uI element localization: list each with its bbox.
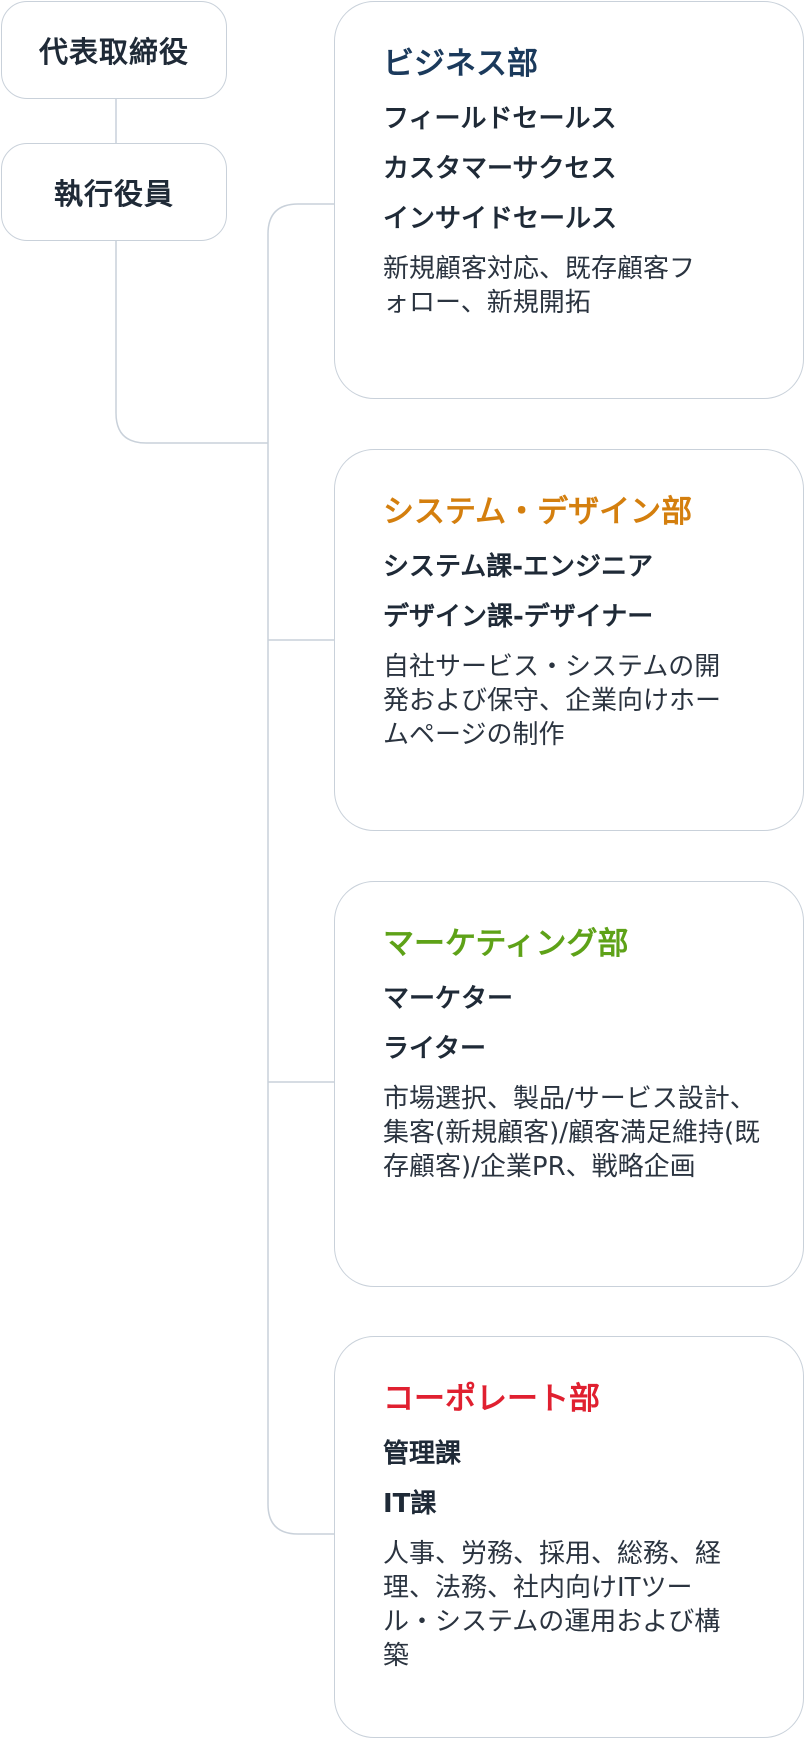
dept-role: インサイドセールス	[383, 204, 618, 234]
connector-trunk	[267, 203, 334, 1535]
executive-node: 執行役員	[1, 143, 227, 241]
dept-role: IT課	[383, 1489, 437, 1519]
dept-role: フィールドセールス	[383, 104, 617, 134]
ceo-node: 代表取締役	[1, 1, 227, 99]
dept-title: システム・デザイン部	[383, 494, 693, 530]
dept-title: ビジネス部	[383, 46, 538, 82]
dept-description: 自社サービス・システムの開発および保守、企業向けホームページの制作	[383, 652, 722, 750]
dept-description: 市場選択、製品/サービス設計、集客(新規顧客)/顧客満足維持(既存顧客)/企業P…	[383, 1084, 761, 1182]
dept-title: コーポレート部	[383, 1381, 600, 1417]
dept-card-system-design: システム・デザイン部 システム課-エンジニア デザイン課-デザイナー 自社サービ…	[334, 449, 804, 831]
dept-description: 新規顧客対応、既存顧客フォロー、新規開拓	[383, 254, 696, 318]
dept-description: 人事、労務、採用、総務、経理、法務、社内向けITツール・システムの運用および構築	[383, 1539, 722, 1671]
dept-card-corporate: コーポレート部 管理課 IT課 人事、労務、採用、総務、経理、法務、社内向けIT…	[334, 1336, 804, 1738]
dept-role: システム課-エンジニア	[383, 552, 654, 582]
dept-role: ライター	[383, 1034, 486, 1064]
dept-title: マーケティング部	[383, 926, 629, 962]
dept-card-business: ビジネス部 フィールドセールス カスタマーサクセス インサイドセールス 新規顧客…	[334, 1, 804, 399]
dept-card-marketing: マーケティング部 マーケター ライター 市場選択、製品/サービス設計、集客(新規…	[334, 881, 804, 1287]
dept-role: デザイン課-デザイナー	[383, 602, 654, 632]
dept-role: マーケター	[383, 984, 514, 1014]
dept-role: カスタマーサクセス	[383, 154, 617, 184]
connector-exec-branch	[115, 241, 268, 444]
dept-role: 管理課	[383, 1439, 462, 1469]
